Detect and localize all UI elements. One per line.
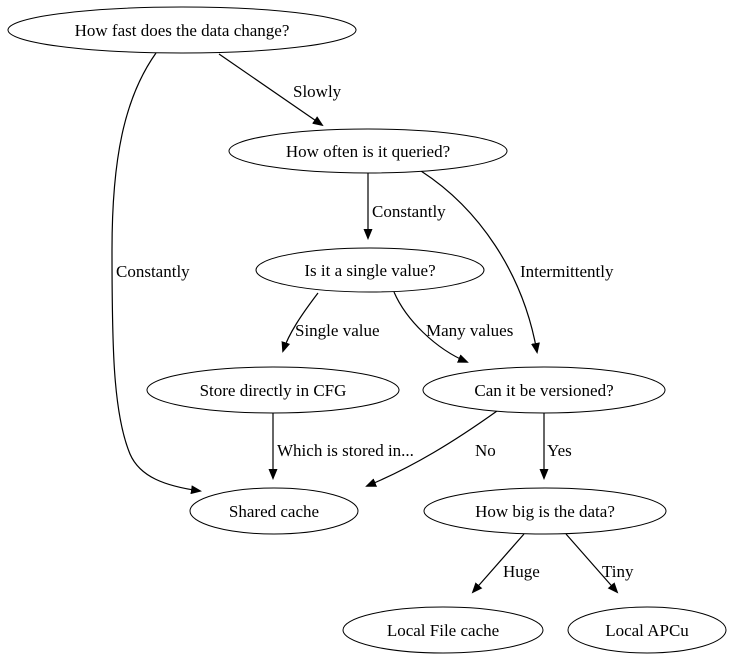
edge-label-many-values: Many values [426, 321, 513, 340]
node-shared-cache: Shared cache [189, 487, 359, 535]
node-shared-cache-ellipse [189, 487, 359, 535]
edge-constantly-left-arrow [111, 52, 202, 495]
node-how-often: How often is it queried? [228, 128, 508, 174]
node-store-cfg-label: Store directly in CFG [200, 381, 347, 400]
edge-label-huge: Huge [503, 562, 540, 581]
node-how-often-ellipse [228, 128, 508, 174]
node-store-cfg: Store directly in CFG [146, 366, 400, 414]
edge-single-value-arrow [281, 292, 319, 353]
node-shared-cache-label: Shared cache [229, 502, 319, 521]
edge-label-constantly-left: Constantly [116, 262, 190, 281]
edge-slowly-arrow [218, 53, 324, 127]
edge-label-yes: Yes [547, 441, 572, 460]
node-local-apcu-label: Local APCu [605, 621, 689, 640]
node-versioned-label: Can it be versioned? [474, 381, 613, 400]
edge-label-intermittently: Intermittently [520, 262, 614, 281]
node-how-big-ellipse [423, 487, 667, 535]
node-how-fast-label: How fast does the data change? [75, 21, 290, 40]
edge-label-single-value: Single value [295, 321, 380, 340]
edge-no-arrow [365, 410, 498, 487]
edge-many-values-arrow [393, 291, 469, 363]
node-store-cfg-ellipse [146, 366, 400, 414]
node-versioned-ellipse [422, 366, 666, 414]
edge-tiny-arrow [565, 533, 619, 594]
node-versioned: Can it be versioned? [422, 366, 666, 414]
edge-group [111, 52, 619, 594]
edge-label-no: No [475, 441, 496, 460]
node-local-apcu-ellipse [567, 606, 727, 654]
edge-label-group: Slowly Constantly Constantly Intermitten… [116, 82, 634, 581]
node-local-apcu: Local APCu [567, 606, 727, 654]
node-is-single-ellipse [255, 247, 485, 293]
edge-intermittently-arrow [420, 170, 540, 354]
node-is-single: Is it a single value? [255, 247, 485, 293]
edge-label-which-stored: Which is stored in... [277, 441, 414, 460]
edge-label-constantly-mid: Constantly [372, 202, 446, 221]
node-how-big-label: How big is the data? [475, 502, 615, 521]
node-local-file-label: Local File cache [387, 621, 499, 640]
node-how-fast: How fast does the data change? [7, 6, 357, 54]
node-how-fast-ellipse [7, 6, 357, 54]
node-local-file: Local File cache [342, 606, 544, 654]
edge-label-slowly: Slowly [293, 82, 342, 101]
edge-label-tiny: Tiny [602, 562, 634, 581]
node-local-file-ellipse [342, 606, 544, 654]
node-how-big: How big is the data? [423, 487, 667, 535]
node-how-often-label: How often is it queried? [286, 142, 450, 161]
edge-huge-arrow [471, 533, 525, 594]
node-is-single-label: Is it a single value? [304, 261, 435, 280]
